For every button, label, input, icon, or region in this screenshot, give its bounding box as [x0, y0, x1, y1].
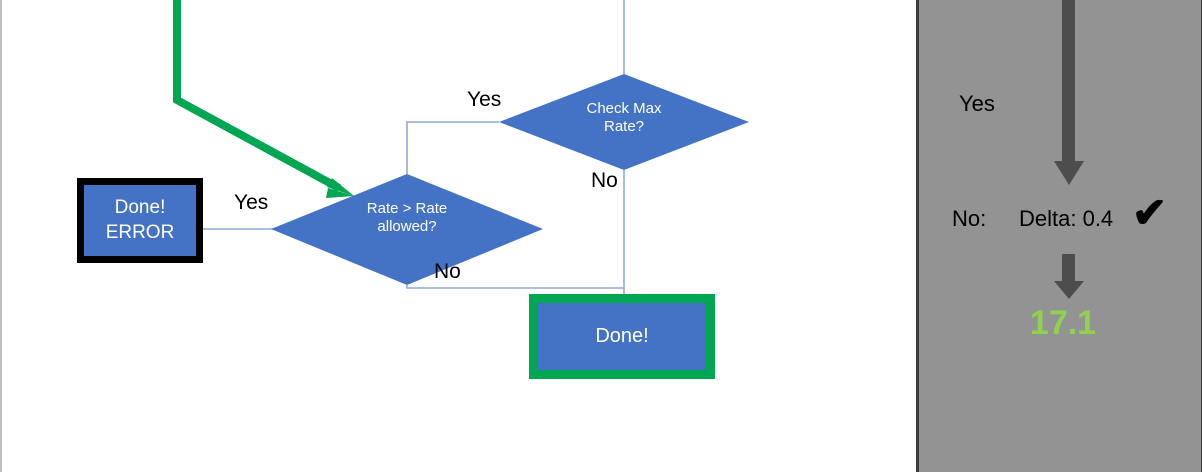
edge-label-no-check-max-rate: No — [591, 169, 618, 192]
flowchart-graphics — [173, 0, 749, 294]
check-mark-icon: ✔ — [1132, 189, 1168, 236]
node-done: Done! — [529, 294, 715, 379]
node-done-label: Done! — [595, 324, 649, 347]
node-done-error-label: Done! ERROR — [105, 197, 175, 243]
diamond-check-max-rate — [499, 74, 749, 170]
edge-label-no-rate-gt: No — [434, 260, 461, 283]
panel-yes-label: Yes — [959, 91, 995, 116]
gray-status-panel: Yes No: Delta: 0.4 ✔ 17.1 — [916, 0, 1202, 472]
panel-arrows — [1054, 0, 1084, 299]
diamond-rate-gt-rate-allowed — [271, 174, 543, 285]
connector-check-max-rate-yes — [406, 121, 499, 174]
arrow-down-long-icon — [1054, 0, 1084, 185]
node-done-error: Done! ERROR — [77, 178, 203, 263]
arrow-down-short-icon — [1054, 254, 1084, 299]
edge-label-yes-check-max-rate: Yes — [467, 88, 502, 111]
flowchart-area: Check Max Rate? Rate > Rate allowed? Yes… — [2, 0, 916, 472]
panel-delta-label: Delta: 0.4 — [1019, 206, 1114, 231]
connector-rate-gt-no — [406, 285, 625, 294]
edge-label-yes-rate-gt: Yes — [234, 191, 269, 214]
panel-result-value: 17.1 — [1029, 304, 1097, 342]
panel-no-label: No: — [952, 206, 987, 231]
green-highlight-arrow — [173, 0, 354, 198]
